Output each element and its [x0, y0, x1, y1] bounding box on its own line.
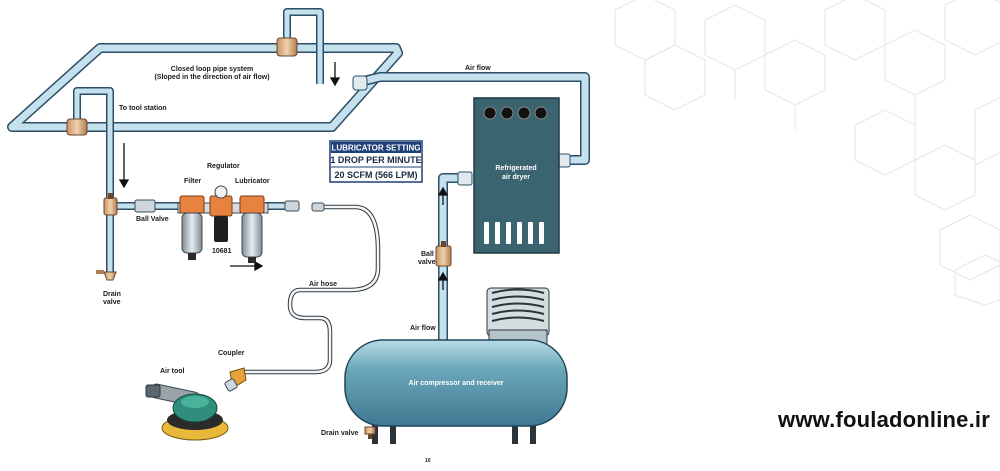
air-compressor-receiver [344, 339, 568, 444]
ball-valve-right[interactable] [435, 241, 452, 267]
regulator-gauge [214, 185, 228, 199]
dryer-inlet-fitting [557, 153, 571, 168]
label-dryer-2: air dryer [502, 174, 530, 181]
background-cube-pattern [614, 0, 1000, 306]
label-ball-valve-left: Ball Valve [136, 216, 169, 223]
filter-head [179, 195, 205, 214]
label-air-flow-mid: Air flow [410, 325, 436, 332]
label-closed-loop-2: (Sloped in the direction of air flow) [154, 74, 269, 81]
label-filter: Filter [184, 178, 201, 185]
dryer-gauge-4 [534, 106, 548, 120]
label-closed-loop-1: Closed loop pipe system [171, 66, 253, 73]
coupler[interactable] [224, 367, 247, 392]
drain-valve-left[interactable] [96, 270, 117, 281]
refrigerated-air-dryer [473, 97, 560, 254]
regulator-body [209, 195, 233, 217]
lubricator-setting-line2: 20 SCFM (566 LPM) [334, 170, 417, 180]
left-tee-fitting [66, 118, 88, 136]
dryer-outlet-fitting [457, 171, 473, 186]
filter-bowl [181, 212, 203, 254]
compressor-head [486, 287, 550, 345]
elbow-fitting [352, 75, 368, 91]
dryer-supply-pipe [358, 72, 590, 165]
label-to-tool-station: To tool station [119, 105, 167, 112]
filter-regulator-lubricator-unit[interactable] [134, 185, 300, 263]
label-dryer-1: Refrigerated [495, 165, 536, 172]
label-ball-valve-right-2: valve [418, 259, 436, 266]
label-air-hose: Air hose [309, 281, 337, 288]
closed-loop-pipe-system [7, 43, 403, 132]
dryer-gauge-3 [517, 106, 531, 120]
label-drain-valve-left-2: valve [103, 299, 121, 306]
label-drain-valve-left-1: Drain [103, 291, 121, 298]
lubricator-setting-title: LUBRICATOR SETTING [331, 144, 420, 153]
dryer-gauge-1 [483, 106, 497, 120]
hose-end-fitting [311, 202, 325, 212]
dryer-vents [484, 222, 544, 244]
flow-arrows [118, 62, 449, 290]
label-compressor: Air compressor and receiver [409, 380, 504, 387]
label-part-number: 10681 [212, 248, 232, 255]
dryer-gauge-2 [500, 106, 514, 120]
tool-station-drop-pipe [73, 87, 114, 272]
top-riser-pipe [283, 8, 324, 84]
label-drain-valve-bottom: Drain valve [321, 430, 358, 437]
label-air-flow-top: Air flow [465, 65, 491, 72]
label-air-tool: Air tool [160, 368, 185, 375]
label-lubricator: Lubricator [235, 178, 270, 185]
ball-valve-left[interactable] [103, 193, 118, 216]
air-tool[interactable] [145, 383, 229, 441]
label-regulator: Regulator [207, 163, 240, 170]
lubricator-head [239, 195, 265, 214]
drain-valve-bottom[interactable] [364, 426, 376, 439]
lubricator-setting-line1: 1 DROP PER MINUTE [330, 155, 421, 165]
air-hose [239, 204, 381, 375]
website-watermark: www.fouladonline.ir [778, 407, 990, 432]
regulator-knob [214, 216, 228, 242]
label-coupler: Coupler [218, 350, 245, 357]
label-ball-valve-right-1: Ball [421, 251, 434, 258]
lubricator-setting-box: LUBRICATOR SETTING 1 DROP PER MINUTE 20 … [329, 140, 423, 183]
top-tee-fitting [276, 37, 298, 57]
page-number: 10 [425, 458, 431, 464]
lubricator-bowl [241, 212, 263, 258]
